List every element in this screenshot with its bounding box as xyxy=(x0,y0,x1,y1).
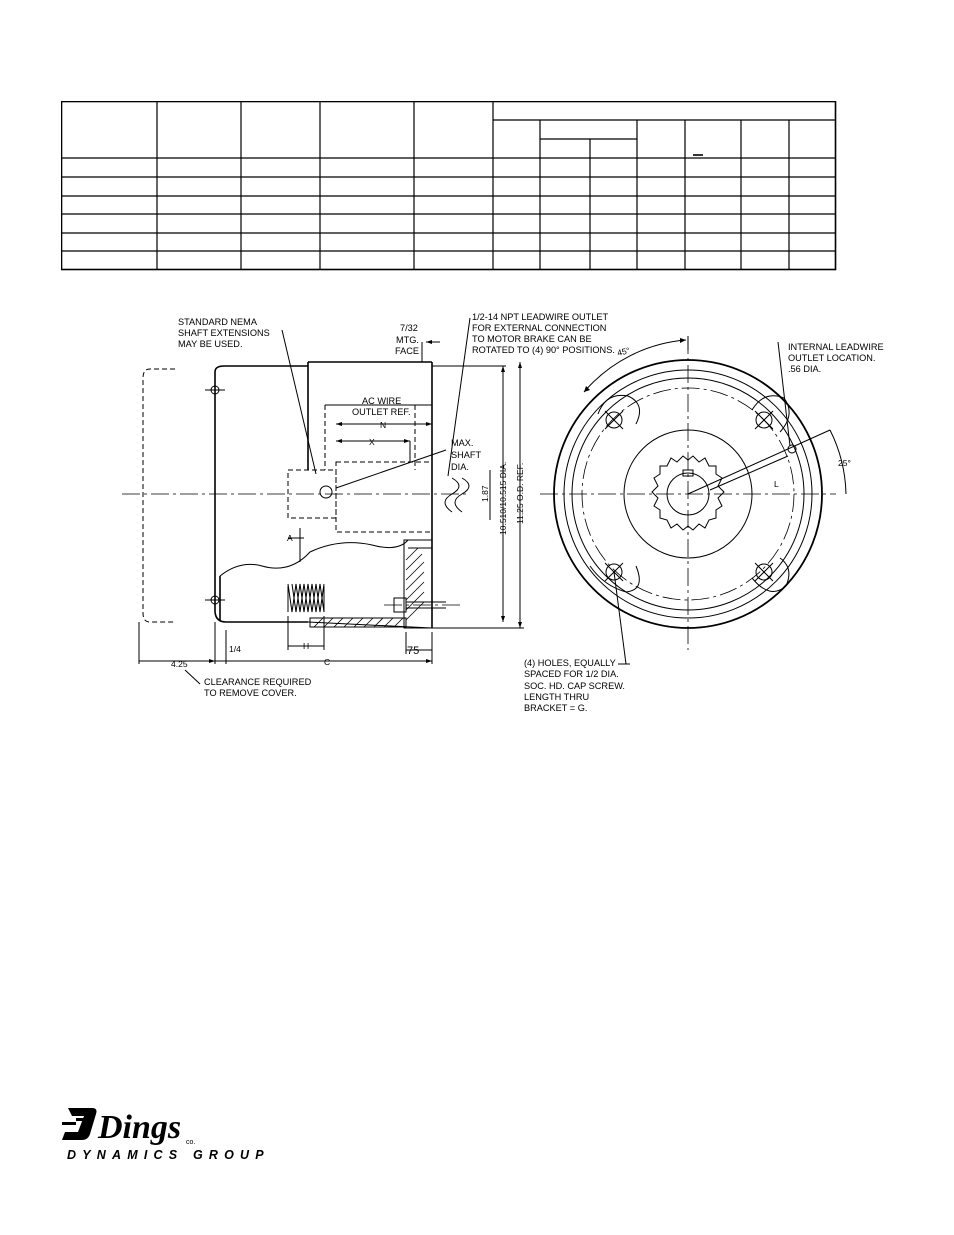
shaft-note-3: DIA. xyxy=(451,462,469,472)
dings-logo-mark: Dings co. DYNAMICS GROUP xyxy=(62,1108,270,1162)
face-note-1: 7/32 xyxy=(400,323,418,333)
internal-note-3: .56 DIA. xyxy=(788,364,821,374)
holes-note-4: LENGTH THRU xyxy=(524,692,589,702)
dim-a: A xyxy=(287,533,293,543)
spec-table xyxy=(61,101,837,271)
shaft-note-2: SHAFT xyxy=(451,450,482,460)
holes-note-3: SOC. HD. CAP SCREW. xyxy=(524,681,625,691)
shaft-note-1: MAX. xyxy=(451,438,473,448)
nema-note-3: MAY BE USED. xyxy=(178,339,243,349)
nema-note-1: STANDARD NEMA xyxy=(178,317,258,327)
npt-note-4: ROTATED TO (4) 90° POSITIONS. xyxy=(472,345,615,355)
face-note-2: MTG. xyxy=(396,335,419,345)
dim-h: H xyxy=(303,641,309,651)
brake-drawing: STANDARD NEMA SHAFT EXTENSIONS MAY BE US… xyxy=(122,312,884,713)
holes-note-5: BRACKET = G. xyxy=(524,703,587,713)
logo-co: co. xyxy=(186,1139,195,1146)
drawing-labels: STANDARD NEMA SHAFT EXTENSIONS MAY BE US… xyxy=(171,312,884,713)
logo-brand: Dings xyxy=(97,1109,181,1146)
side-view xyxy=(122,317,524,685)
npt-note-1: 1/2-14 NPT LEADWIRE OUTLET xyxy=(472,312,609,322)
face-note-3: FACE xyxy=(395,346,419,356)
holes-note-1: (4) HOLES, EQUALLY xyxy=(524,658,616,668)
dings-logo: Dings co. DYNAMICS GROUP xyxy=(62,1098,302,1173)
internal-note-1: INTERNAL LEADWIRE xyxy=(788,342,884,352)
clearance-note-2: TO REMOVE COVER. xyxy=(204,688,297,698)
dim-1-87: 1.87 xyxy=(480,485,490,502)
dim-c: C xyxy=(324,657,330,667)
dim-pilot-dia: 10.510/10.515 DIA. xyxy=(498,462,508,535)
internal-note-2: OUTLET LOCATION. xyxy=(788,353,875,363)
npt-note-2: FOR EXTERNAL CONNECTION xyxy=(472,323,606,333)
dim-25-deg: 25° xyxy=(838,458,851,468)
holes-note-2: SPACED FOR 1/2 DIA. xyxy=(524,669,619,679)
dim-n: N xyxy=(380,420,386,430)
npt-note-3: TO MOTOR BRAKE CAN BE xyxy=(472,334,592,344)
clearance-note-1: CLEARANCE REQUIRED xyxy=(204,677,312,687)
dim-x: X xyxy=(369,437,375,447)
nema-note-2: SHAFT EXTENSIONS xyxy=(178,328,270,338)
dim-quarter: 1/4 xyxy=(229,644,241,654)
logo-tagline: DYNAMICS GROUP xyxy=(67,1148,270,1162)
dim-4-25: 4.25 xyxy=(171,659,188,669)
dim-l: L xyxy=(774,479,779,489)
ac-note-1: AC WIRE xyxy=(362,396,401,406)
dim-75: 75 xyxy=(407,645,419,657)
dim-45-deg: 45° xyxy=(616,345,631,358)
end-view xyxy=(540,336,847,665)
ac-note-2: OUTLET REF. xyxy=(352,407,411,417)
dim-od: 11.25 O.D. REF. xyxy=(515,463,525,524)
